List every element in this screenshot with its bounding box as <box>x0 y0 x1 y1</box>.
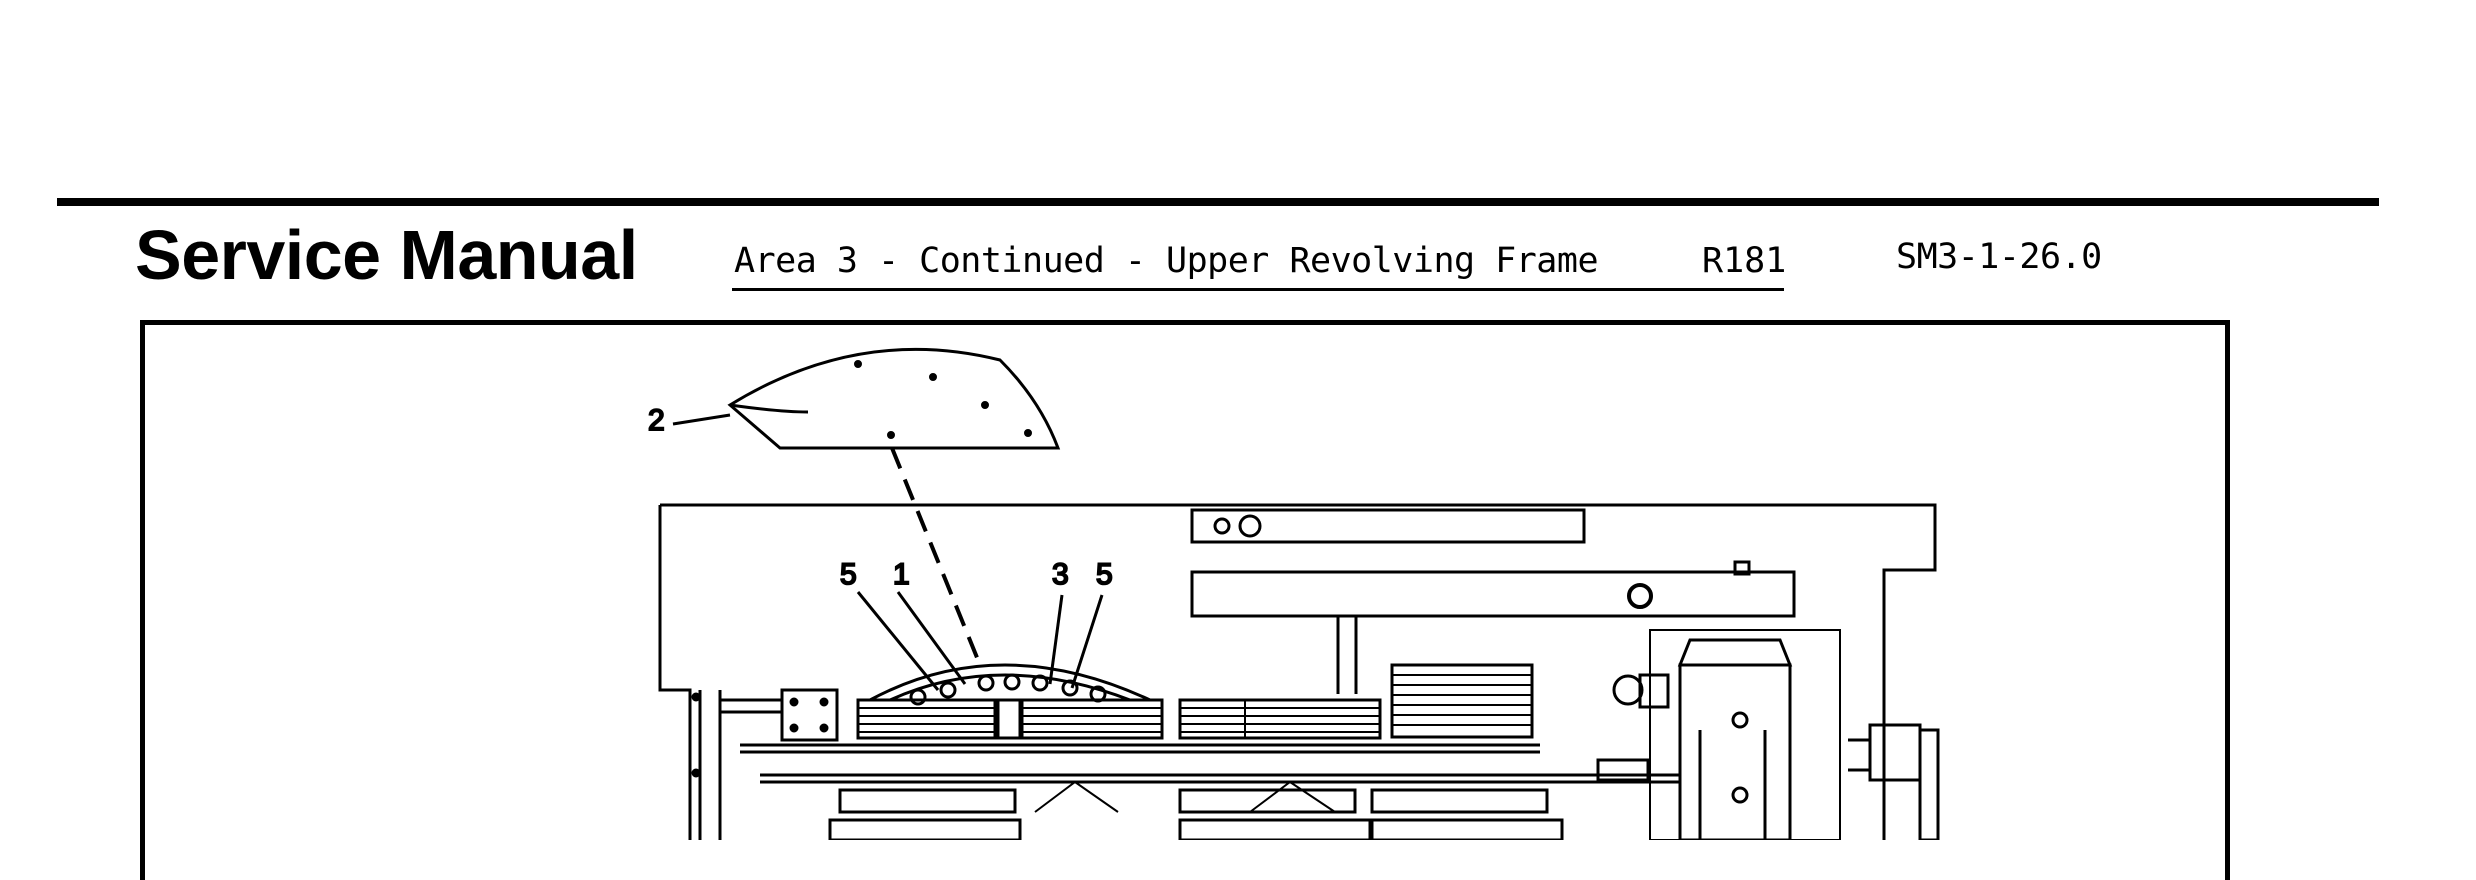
callout-5-right: 5 <box>1096 558 1113 591</box>
revolving-frame-outline <box>658 503 1937 840</box>
header-top-rule <box>57 198 2379 206</box>
page-code: SM3-1-26.0 <box>1896 237 2102 277</box>
counterweight-stack <box>1390 663 1534 739</box>
manual-title: Service Manual <box>135 216 638 294</box>
section-title: Area 3 - Continued - Upper Revolving Fra… <box>734 241 1599 281</box>
callout-leaders <box>856 591 1104 691</box>
detail-leader-dashed <box>890 447 982 666</box>
upper-rail <box>1190 508 1586 544</box>
section-title-underline <box>732 288 1784 291</box>
revision-code: R181 <box>1702 241 1787 281</box>
callout-1: 1 <box>893 558 910 591</box>
figure-frame <box>140 320 2230 880</box>
callout-5-left: 5 <box>840 558 857 591</box>
ring-gear-segment <box>869 663 1151 706</box>
upper-revolving-frame-drawing: 2 <box>647 347 1940 840</box>
callout-2: 2 <box>648 404 665 437</box>
left-hinge-block <box>691 688 839 778</box>
machinery-decks <box>740 698 1680 840</box>
callout-3: 3 <box>1052 558 1069 591</box>
page-header: Service Manual Area 3 - Continued - Uppe… <box>0 206 2476 316</box>
drive-assembly <box>1596 629 1940 840</box>
segment-plate-detail <box>672 347 1061 450</box>
support-beam <box>1190 560 1796 694</box>
